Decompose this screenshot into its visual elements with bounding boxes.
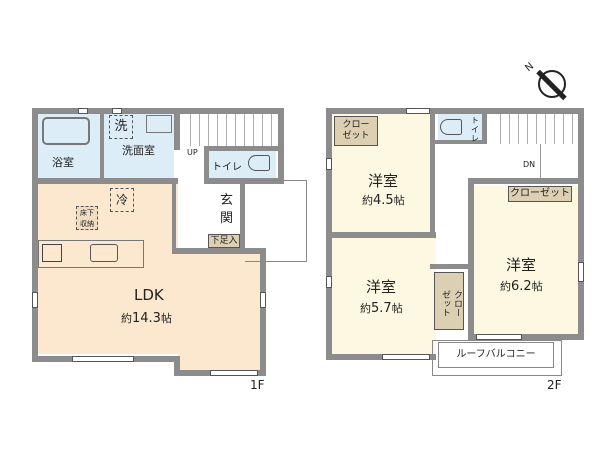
shoe-storage: 下足入: [208, 234, 240, 248]
room-4-5-area: 約4.5帖: [362, 193, 405, 208]
north-label: N: [523, 60, 537, 75]
fridge-space: 冷: [110, 188, 134, 212]
ldk-label: LDK: [134, 286, 164, 304]
staircase-icon: [492, 114, 578, 144]
bath-label: 浴室: [52, 156, 74, 169]
closet-4-5: クロー ゼット: [334, 116, 378, 146]
room-5-7-label: 洋室: [366, 278, 397, 296]
staircase-icon: [182, 114, 276, 146]
toilet-icon: [440, 119, 462, 135]
room-6-2: [474, 186, 578, 334]
compass-circle-icon: [538, 70, 566, 98]
room-5-7-area: 約5.7帖: [360, 301, 403, 316]
ldk-area: 約14.3帖: [121, 311, 172, 326]
floor-1f-label: 1F: [250, 378, 265, 392]
roof-balcony-outer: [432, 340, 562, 376]
entrance-label: 玄関: [220, 193, 234, 226]
sink-icon: [146, 115, 172, 133]
room-5-7: [332, 238, 436, 354]
floor-2f-label: 2F: [547, 378, 562, 392]
washing-machine-space: 洗: [109, 115, 133, 139]
closet-6-2: クローゼット: [508, 186, 572, 202]
room-6-2-label: 洋室: [506, 256, 537, 274]
roof-balcony: ルーフバルコニー: [438, 342, 554, 368]
ldk-room-lower: [38, 254, 260, 354]
kitchen-sink-icon: [90, 244, 118, 262]
toilet-1f-label: トイレ: [212, 162, 242, 173]
closet-5-7: クローゼット: [434, 272, 464, 330]
compass: N: [523, 60, 576, 106]
ldk-room-lower-right: [178, 354, 260, 370]
washroom-label: 洗面室: [122, 144, 155, 157]
stairs-down-label: DN: [523, 160, 536, 169]
toilet-2f-label: トイレ: [471, 116, 479, 143]
staircase-landing: [540, 144, 578, 178]
stairs-up-label: UP: [187, 148, 198, 157]
toilet-icon: [248, 155, 270, 171]
room-4-5-label: 洋室: [368, 172, 399, 190]
bathtub-icon: [42, 117, 90, 145]
room-6-2-area: 約6.2帖: [500, 279, 543, 294]
stove-icon: [42, 244, 62, 262]
underfloor-storage: 床下収納: [76, 206, 98, 230]
entrance-porch: [245, 180, 307, 262]
